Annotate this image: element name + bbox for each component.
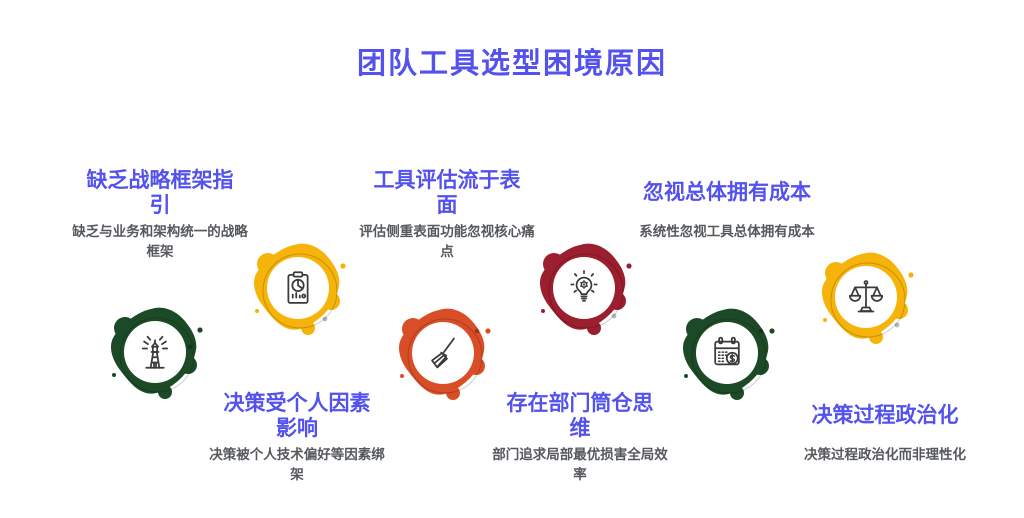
cause-text-block-1: 缺乏战略框架指引 缺乏与业务和架构统一的战略框架 — [67, 166, 253, 261]
broom-icon — [398, 308, 491, 400]
icon-blob-1 — [105, 302, 205, 402]
item-desc: 系统性忽视工具总体拥有成本 — [639, 224, 815, 239]
lighthouse-icon — [110, 307, 203, 399]
clipboard-chart-icon — [253, 243, 346, 335]
item-title: 缺乏战略框架指引 — [86, 168, 234, 217]
item-title: 决策过程政治化 — [811, 404, 959, 428]
scales-icon — [821, 252, 914, 344]
item-desc: 部门追求局部最优损害全局效率 — [492, 447, 668, 482]
cause-text-block-3: 忽视总体拥有成本 系统性忽视工具总体拥有成本 — [634, 166, 820, 242]
cause-text-block-2: 工具评估流于表面 评估侧重表面功能忽视核心痛点 — [354, 166, 540, 261]
icon-blob-2 — [248, 238, 348, 338]
icon-blob-5 — [677, 303, 777, 403]
icon-blob-6 — [816, 247, 916, 347]
calendar-dollar-icon — [682, 308, 775, 400]
item-title: 忽视总体拥有成本 — [643, 181, 811, 205]
item-title: 工具评估流于表面 — [373, 168, 521, 217]
icon-blob-4 — [534, 238, 634, 338]
item-title: 决策受个人因素影响 — [223, 391, 371, 440]
cause-text-block-5: 存在部门筒仓思维 部门追求局部最优损害全局效率 — [487, 389, 673, 484]
cause-text-block-6: 决策过程政治化 决策过程政治化而非理性化 — [792, 389, 978, 465]
item-desc: 决策过程政治化而非理性化 — [804, 447, 966, 462]
item-desc: 决策被个人技术偏好等因素绑架 — [209, 447, 385, 482]
item-desc: 缺乏与业务和架构统一的战略框架 — [72, 224, 248, 259]
lightbulb-gear-icon — [539, 243, 632, 335]
item-title: 存在部门筒仓思维 — [506, 391, 654, 440]
cause-text-block-4: 决策受个人因素影响 决策被个人技术偏好等因素绑架 — [204, 389, 390, 484]
page-title: 团队工具选型困境原因 — [356, 48, 667, 80]
item-desc: 评估侧重表面功能忽视核心痛点 — [359, 224, 535, 259]
icon-blob-3 — [393, 303, 493, 403]
